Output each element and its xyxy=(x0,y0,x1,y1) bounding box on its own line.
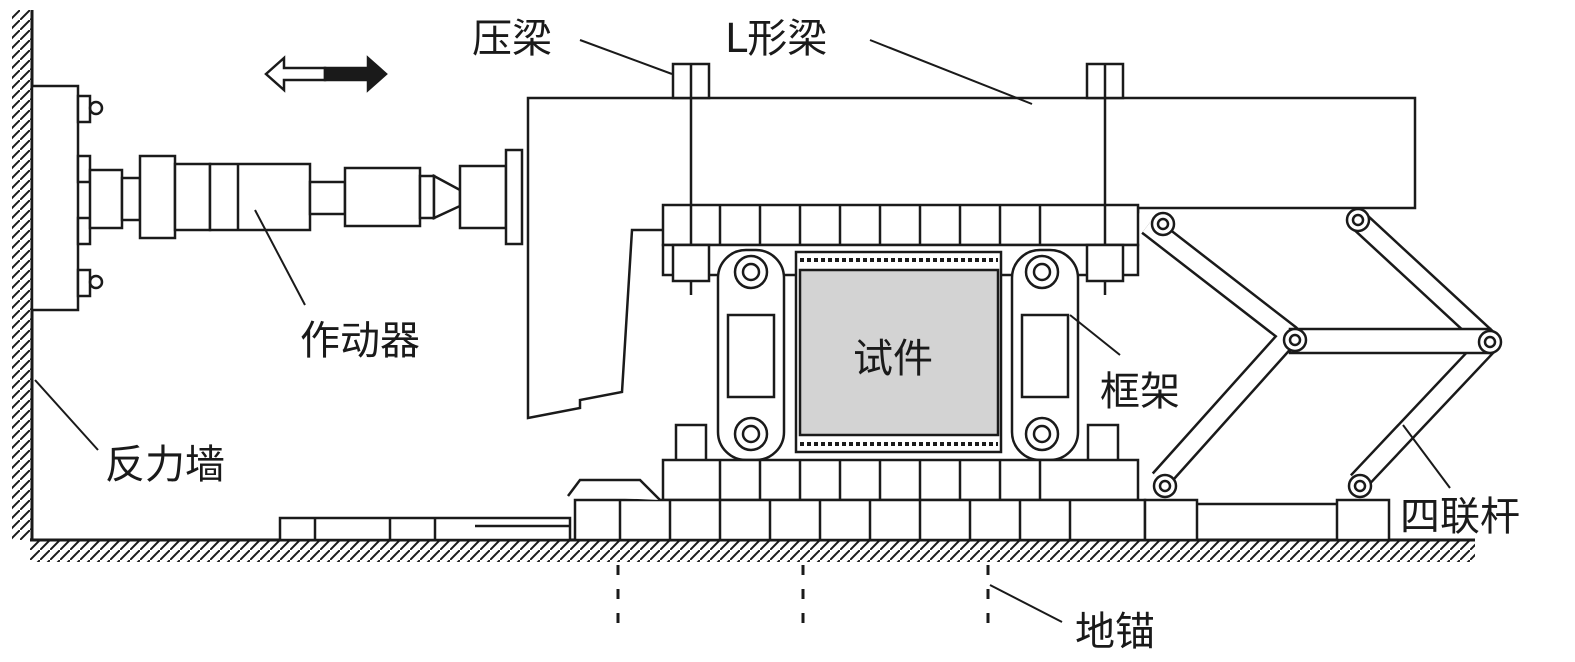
pressure-beam-rods xyxy=(671,62,1125,295)
specimen xyxy=(794,250,1003,454)
reaction-wall xyxy=(12,10,34,540)
frame xyxy=(716,248,1080,462)
label-pressure-beam: 压梁 xyxy=(472,16,552,62)
label-specimen: 试件 xyxy=(853,336,933,382)
label-reaction-wall: 反力墙 xyxy=(105,442,225,488)
ground-anchors xyxy=(616,565,990,635)
bottom-base-plate xyxy=(278,458,1147,542)
actuator xyxy=(88,148,524,246)
label-four-bar-linkage: 四联杆 xyxy=(1400,494,1520,540)
double-arrow-icon xyxy=(264,55,388,93)
wall-mount-plate xyxy=(30,84,104,312)
label-frame: 框架 xyxy=(1100,369,1180,415)
label-l-beam: L形梁 xyxy=(725,16,827,62)
label-actuator: 作动器 xyxy=(300,318,420,364)
ground xyxy=(30,538,1475,562)
leader-lines xyxy=(34,39,1451,623)
label-ground-anchor: 地锚 xyxy=(1075,609,1155,655)
four-bar-linkage xyxy=(1141,207,1503,542)
